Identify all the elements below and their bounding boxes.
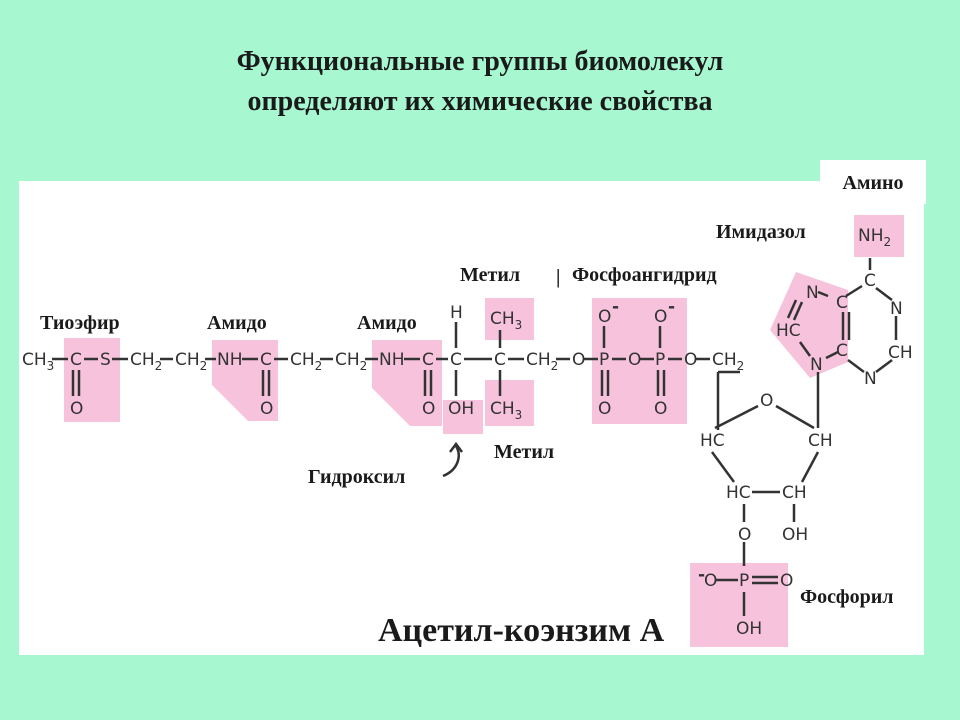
bond-line [800,451,820,483]
atom-label: CH [888,343,913,363]
atom-label: CH2 [526,350,558,373]
atom-label: - [698,565,705,585]
bond-line [786,299,798,319]
atom-label: O [780,571,793,591]
atom-label: O [760,391,773,411]
atom-label: P [655,350,665,370]
atom-label: CH3 [490,309,522,332]
amino-label: Амино [820,160,926,204]
atom-label: CH2 [175,350,207,373]
atom-label: CH2 [335,350,367,373]
atom-label: O [422,399,435,419]
atom-label: OH [448,399,474,419]
methyl-bottom-label: Метил [494,441,555,463]
imidazole-label: Имидазол [716,221,806,243]
atom-label: O [704,571,717,591]
atom-label: - [668,297,675,317]
bond-line [714,404,759,430]
bond-line [847,359,865,373]
atom-label: O [598,399,611,419]
atom-label: O [654,307,667,327]
page-title: Функциональные группы биомолекул определ… [0,42,960,122]
bond-line [875,287,893,301]
title-line-1: Функциональные группы биомолекул [236,46,724,77]
phosphoanhydride-label: Фосфоангидрид [572,264,717,286]
atom-label: NH [379,350,405,370]
phosphoanhydride-highlight [592,298,687,424]
atom-label: O [598,307,611,327]
bond-line [875,359,893,373]
atom-label: C [70,350,82,370]
atom-label: HC [700,431,725,451]
atom-labels: CH3 C O S CH2 CH2 NH C O CH2 CH2 NH C O … [22,226,913,639]
atom-label: C [422,350,434,370]
amido1-highlight [212,340,278,421]
hydroxyl-arrow-head [449,441,463,453]
imidazole-highlight [770,272,848,378]
atom-label: C [864,271,876,291]
atom-label: HC [726,483,751,503]
atom-label: CH3 [490,399,522,422]
bond-line [792,301,804,321]
atom-label: C [494,350,506,370]
thioester-label: Тиоэфир [40,312,120,334]
amido2-highlight [372,340,442,426]
atom-label: O [260,399,273,419]
atom-label: O [684,350,697,370]
atom-label: HC [776,321,801,341]
compound-name: Ацетил-коэнзим А [378,612,665,649]
atom-label: S [100,350,111,370]
highlight-regions [64,215,904,647]
bond-line [775,404,815,430]
bond-line [825,350,839,360]
bond-line [710,451,736,483]
atom-label: C [836,341,848,361]
atom-label: OH [736,619,762,639]
hydroxyl-arrow [442,445,460,478]
amino-highlight [854,215,904,257]
phosphoryl-label: Фосфорил [800,586,894,608]
atom-label: CH2 [290,350,322,373]
methyl-top-label: Метил [460,264,521,286]
bonds [52,258,898,616]
atom-label: P [739,571,749,591]
atom-label: C [260,350,272,370]
atom-label: OH [782,525,808,545]
amido-label-2: Амидо [357,312,417,334]
separator-mark: | [556,266,561,288]
atom-label: O [738,525,751,545]
atom-label: O [572,350,585,370]
hydroxyl-highlight [443,400,483,434]
atom-label: CH2 [130,350,162,373]
atom-label: CH [808,431,833,451]
atom-label: C [450,350,462,370]
amido-label-1: Амидо [207,312,267,334]
hydroxyl-label: Гидроксил [308,466,406,488]
bond-line [845,284,863,298]
atom-label: CH3 [22,350,54,373]
methyl-bottom-highlight [485,380,534,426]
bond-line [798,341,812,357]
atom-label: P [599,350,609,370]
atom-label: CH2 [712,350,744,373]
atom-label: CH [782,483,807,503]
atom-label: N [806,283,819,303]
methyl-top-highlight [485,298,534,340]
atom-label: NH [217,350,243,370]
atom-label: C [836,293,848,313]
atom-label: H [450,303,463,323]
atom-label: NH2 [858,226,891,249]
atom-label: O [70,399,83,419]
atom-label: - [612,297,619,317]
atom-label: N [864,369,877,389]
atom-label: O [628,350,641,370]
atom-label: N [810,355,823,375]
bond-line [817,290,829,298]
atom-label: N [890,299,903,319]
atom-label: O [654,399,667,419]
title-line-2: определяют их химические свойства [247,86,713,117]
